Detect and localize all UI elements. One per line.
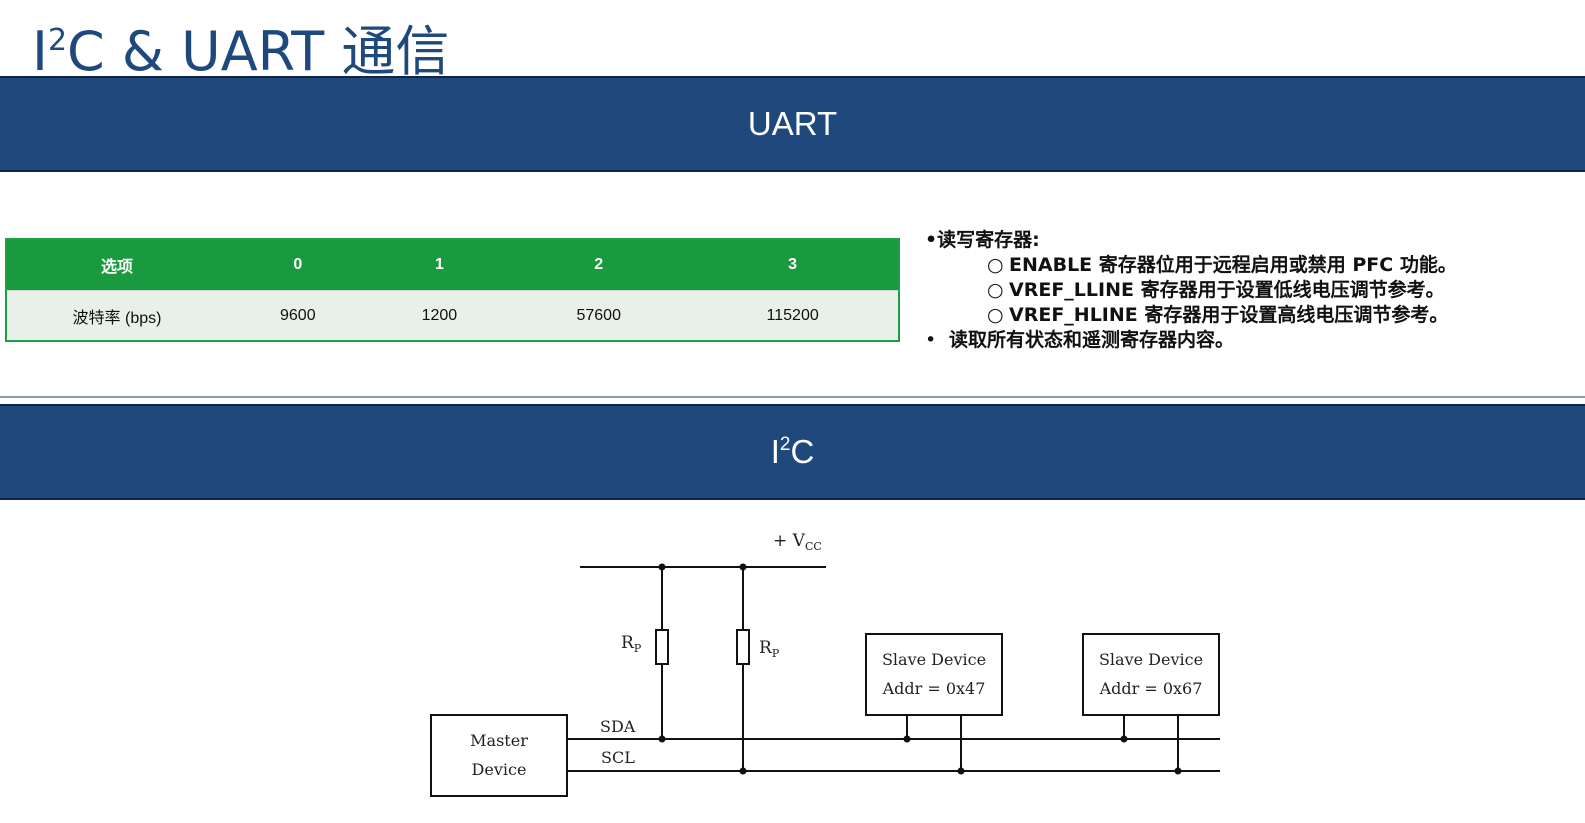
junction-dot: [957, 767, 965, 775]
section-divider: [0, 396, 1585, 398]
sda-label: SDA: [600, 717, 636, 736]
slave-device-label: Slave Device: [1099, 650, 1203, 669]
vcc-label-sub: CC: [805, 540, 822, 553]
uart-section-header: UART: [0, 76, 1585, 172]
junction-dot: [658, 563, 666, 571]
title-superscript: 2: [47, 23, 68, 58]
i2c-heading: I2C: [771, 433, 815, 471]
junction-dot: [739, 563, 747, 571]
note-read: • 读取所有状态和遥测寄存器内容。: [925, 328, 1575, 353]
junction-dot: [1174, 767, 1182, 775]
baud-rate-table: 选项 0 1 2 3 波特率 (bps) 9600 1200 57600 115…: [5, 238, 900, 342]
table-header-cell: 3: [687, 239, 899, 291]
circle-bullet-icon: ○: [987, 254, 1004, 276]
resistor-label-sub: P: [772, 647, 780, 660]
sda-pullup-label: RP: [621, 633, 642, 655]
page-title: I2C & UART 通信: [32, 6, 449, 87]
master-device-label: Device: [472, 760, 527, 779]
table-header-cell: 选项: [6, 239, 227, 291]
junction-dot: [739, 767, 747, 775]
circle-bullet-icon: ○: [987, 304, 1004, 326]
i2c-heading-superscript: 2: [779, 434, 791, 455]
table-cell: 57600: [510, 290, 688, 341]
note-item-text: VREF_HLINE 寄存器用于设置高线电压调节参考。: [1009, 304, 1449, 326]
note-item-text: ENABLE 寄存器位用于远程启用或禁用 PFC 功能。: [1009, 254, 1457, 276]
master-device-box: [430, 714, 568, 797]
vcc-label: + VCC: [773, 531, 822, 553]
junction-dot: [658, 735, 666, 743]
table-header-cell: 1: [368, 239, 511, 291]
note-read-text: 读取所有状态和遥测寄存器内容。: [949, 329, 1235, 351]
table-cell: 9600: [227, 290, 369, 341]
scl-pullup-resistor: [736, 629, 750, 665]
table-cell: 1200: [368, 290, 511, 341]
resistor-label-sub: P: [634, 642, 642, 655]
scl-label: SCL: [601, 748, 635, 767]
circle-bullet-icon: ○: [987, 279, 1004, 301]
note-item: ○ENABLE 寄存器位用于远程启用或禁用 PFC 功能。: [925, 253, 1575, 278]
vcc-label-main: + V: [773, 531, 806, 551]
i2c-heading-text-rest: C: [790, 433, 815, 470]
bullet-icon: •: [925, 329, 937, 351]
title-text: I: [32, 20, 48, 83]
table-header-cell: 0: [227, 239, 369, 291]
slave-device-box-2: [1082, 633, 1220, 716]
table-row: 波特率 (bps) 9600 1200 57600 115200: [6, 290, 899, 341]
slave-device-box-1: [865, 633, 1003, 716]
slave-address-label: Addr = 0x67: [1099, 679, 1203, 698]
resistor-label-main: R: [759, 638, 773, 658]
note-item: ○VREF_HLINE 寄存器用于设置高线电压调节参考。: [925, 303, 1575, 328]
junction-dot: [903, 735, 911, 743]
table-cell: 115200: [687, 290, 899, 341]
register-notes: •读写寄存器: ○ENABLE 寄存器位用于远程启用或禁用 PFC 功能。 ○V…: [925, 228, 1575, 353]
i2c-bus-diagram: + VCC RP RP SDA SCL Master Device Slave …: [430, 531, 1220, 797]
note-item: ○VREF_LLINE 寄存器用于设置低线电压调节参考。: [925, 278, 1575, 303]
i2c-heading-text: I: [770, 433, 780, 470]
resistor-label-main: R: [621, 633, 635, 653]
master-device-label: Master: [470, 731, 528, 750]
i2c-section-header: I2C: [0, 404, 1585, 500]
table-header-row: 选项 0 1 2 3: [6, 239, 899, 291]
note-item-text: VREF_LLINE 寄存器用于设置低线电压调节参考。: [1009, 279, 1445, 301]
table-header-cell: 2: [510, 239, 688, 291]
table-row-label: 波特率 (bps): [6, 290, 227, 341]
slave-address-label: Addr = 0x47: [882, 679, 986, 698]
title-text-rest: C & UART 通信: [67, 20, 450, 83]
note-heading: •读写寄存器:: [925, 229, 1040, 251]
slave-device-label: Slave Device: [882, 650, 986, 669]
scl-pullup-label: RP: [759, 638, 780, 660]
sda-pullup-resistor: [655, 629, 669, 665]
uart-heading: UART: [747, 105, 838, 142]
junction-dot: [1120, 735, 1128, 743]
